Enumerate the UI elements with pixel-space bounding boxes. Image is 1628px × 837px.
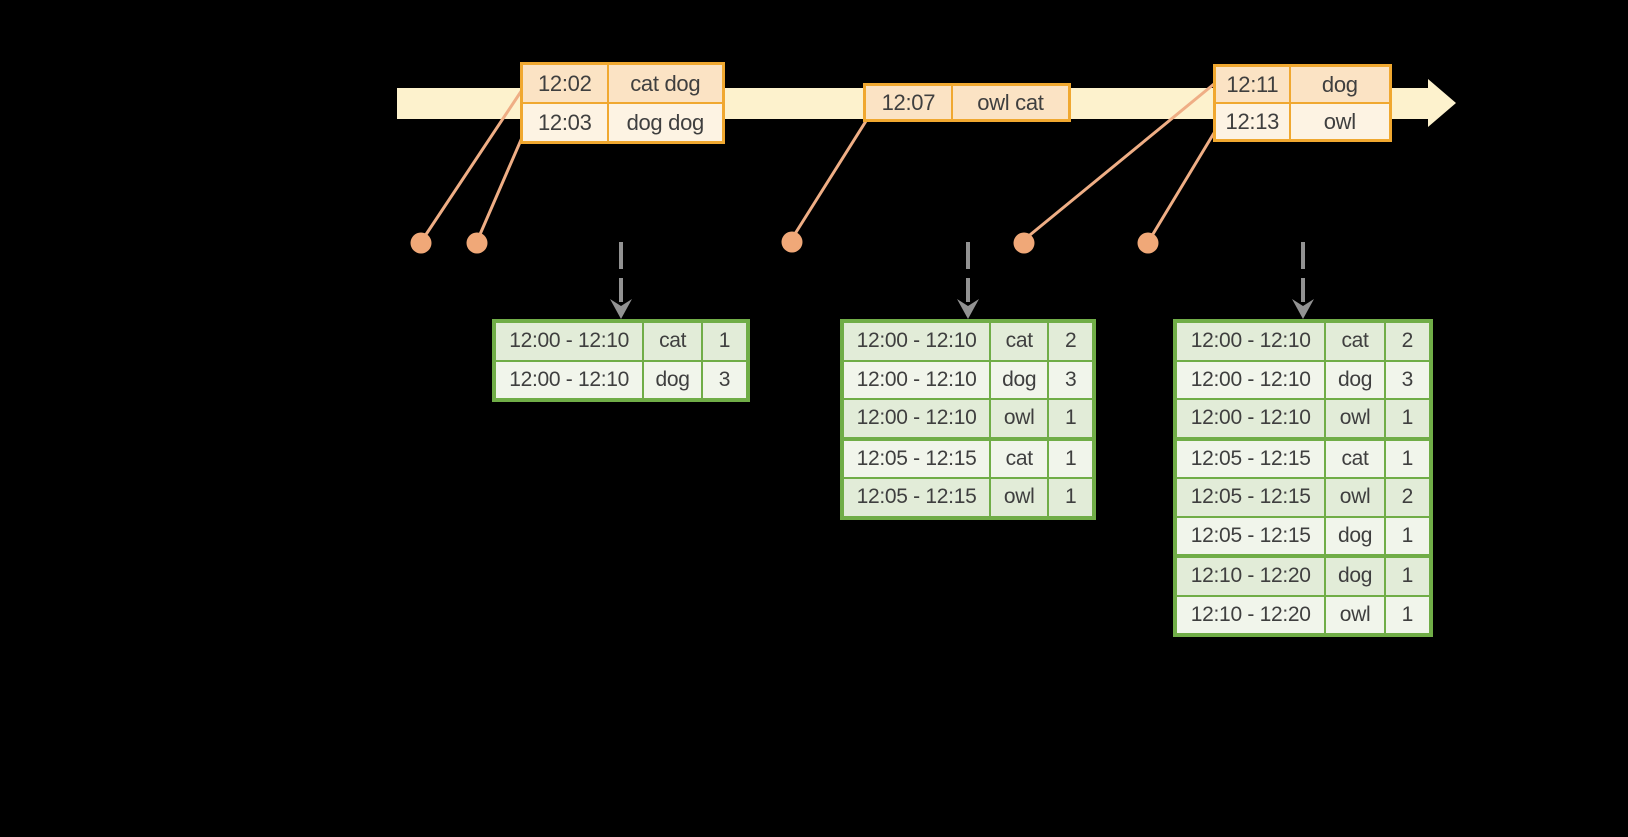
word-cell: dog [1324,517,1384,554]
word-cell: owl [1324,400,1384,437]
event-dot [781,231,803,253]
window-cell: 12:00 - 12:10 [844,323,990,360]
window-cell: 12:05 - 12:15 [844,440,990,477]
event-dots [410,231,1159,254]
window-cell: 12:00 - 12:10 [496,361,643,398]
window-cell: 12:05 - 12:15 [844,479,990,516]
event-time-cell: 12:07 [866,86,951,119]
count-cell: 1 [1383,400,1429,437]
event-leader-line [791,119,868,239]
event-time-cell: 12:02 [523,65,607,102]
count-cell: 3 [701,361,746,398]
count-cell: 1 [1047,479,1092,516]
word-cell: owl [989,400,1048,437]
count-cell: 1 [1047,440,1092,477]
event-dot [466,232,488,254]
event-words-cell: owl cat [950,86,1068,119]
event-words-cell: dog [1288,67,1389,102]
count-cell: 2 [1383,479,1429,516]
event-dot [410,232,432,254]
event-words-cell: dog dog [606,104,722,141]
event-leader-line [476,131,526,241]
event-time-cell: 12:11 [1216,67,1289,102]
word-cell: dog [1324,558,1384,595]
count-cell: 1 [1383,517,1429,554]
count-cell: 2 [1047,323,1092,360]
count-cell: 1 [1047,400,1092,437]
window-cell: 12:00 - 12:10 [844,361,990,398]
word-cell: dog [642,361,701,398]
word-cell: dog [1324,361,1384,398]
event-time-cell: 12:03 [523,104,607,141]
window-cell: 12:00 - 12:10 [1177,400,1325,437]
count-cell: 3 [1383,361,1429,398]
event-words-cell: cat dog [606,65,722,102]
trigger-arrows [610,242,1314,319]
trigger-arrowhead-icon [957,299,979,319]
time-axis-arrowhead-icon [1428,79,1456,127]
word-cell: cat [1324,440,1384,477]
event-leader-line [1148,131,1216,241]
count-cell: 1 [1383,440,1429,477]
window-cell: 12:10 - 12:20 [1177,596,1325,633]
window-cell: 12:00 - 12:10 [1177,361,1325,398]
event-time-cell: 12:13 [1216,104,1289,139]
word-cell: owl [1324,596,1384,633]
window-cell: 12:00 - 12:10 [496,323,643,360]
window-cell: 12:05 - 12:15 [1177,479,1325,516]
trigger-arrowhead-icon [1292,299,1314,319]
count-cell: 1 [701,323,746,360]
window-cell: 12:05 - 12:15 [1177,517,1325,554]
word-cell: cat [1324,323,1384,360]
count-cell: 2 [1383,323,1429,360]
window-cell: 12:00 - 12:10 [1177,323,1325,360]
window-cell: 12:00 - 12:10 [844,400,990,437]
window-cell: 12:05 - 12:15 [1177,440,1325,477]
event-words-cell: owl [1288,104,1389,139]
trigger-arrowhead-icon [610,299,632,319]
word-cell: cat [989,440,1048,477]
event-leader-line [421,88,524,241]
event-dot [1137,232,1159,254]
window-cell: 12:10 - 12:20 [1177,558,1325,595]
word-cell: owl [1324,479,1384,516]
event-dot [1013,232,1035,254]
count-cell: 1 [1383,558,1429,595]
word-cell: cat [989,323,1048,360]
count-cell: 1 [1383,596,1429,633]
word-cell: owl [989,479,1048,516]
count-cell: 3 [1047,361,1092,398]
word-cell: cat [642,323,701,360]
word-cell: dog [989,361,1048,398]
